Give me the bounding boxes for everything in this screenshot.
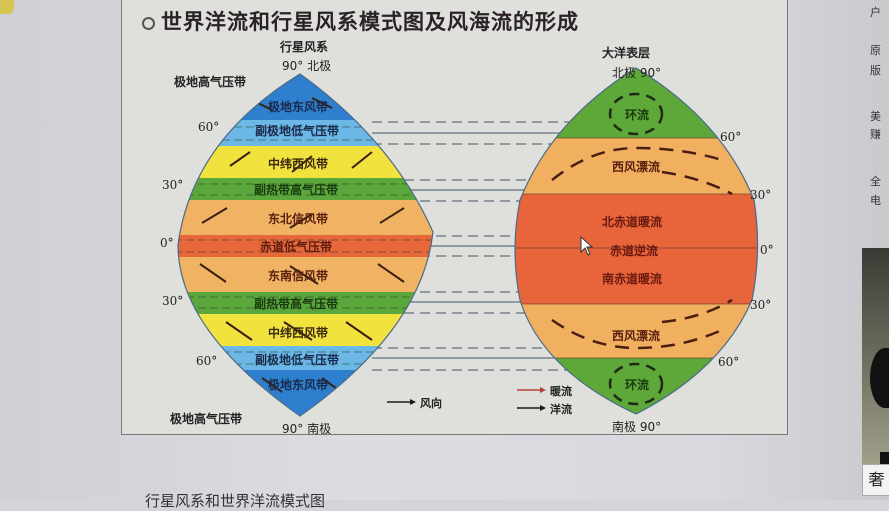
r-lat-30s: 30°: [750, 298, 772, 312]
figure-title: 世界洋流和行星风系模式图及风海流的形成: [142, 6, 579, 36]
band-label: 中纬西风带: [268, 157, 329, 171]
side-panel: 户 原 版 美 赚 全 电: [860, 0, 889, 230]
lat-60n: 60°: [198, 120, 220, 134]
zone-label: 环流: [625, 378, 650, 392]
band-label: 极地东风带: [268, 100, 329, 114]
legend-current-label: 洋流: [550, 403, 572, 416]
zone-label: 南赤道暖流: [602, 272, 663, 286]
band-label: 副热带高气压带: [254, 297, 339, 311]
zone-label: 赤道逆流: [610, 244, 659, 258]
figure-title-text: 世界洋流和行星风系模式图及风海流的形成: [161, 10, 579, 34]
r-lat-30n: 30°: [750, 188, 772, 202]
side-text[interactable]: 版: [870, 64, 881, 77]
r-lat-60s: 60°: [718, 355, 740, 369]
right-south-pole-label: 南极 90°: [612, 420, 662, 434]
lat-60s: 60°: [196, 354, 218, 368]
r-lat-0: 0°: [760, 243, 774, 257]
bullet-icon: [142, 16, 155, 30]
westerly-drift-arrows: [551, 146, 733, 350]
thumbnail-bar: [880, 452, 889, 464]
band-label: 中纬西风带: [268, 326, 329, 340]
side-text[interactable]: 电: [870, 194, 881, 207]
textbook-figure: 世界洋流和行星风系模式图及风海流的形成: [121, 0, 788, 436]
lat-30s: 30°: [162, 294, 184, 308]
legend-warm-label: 暖流: [550, 385, 572, 398]
mouse-cursor-icon: [580, 236, 594, 256]
band-label: 东南信风带: [268, 269, 329, 283]
wind-arrows: [199, 97, 405, 395]
r-lat-60n: 60°: [720, 130, 742, 144]
band-label: 东北信风带: [268, 212, 329, 226]
zone-label: 西风漂流: [612, 329, 661, 343]
yellow-sticky-mark: [0, 0, 14, 14]
side-text[interactable]: 原: [870, 44, 881, 57]
band-label: 副极地低气压带: [255, 353, 340, 367]
legend-arrows: [387, 387, 546, 411]
video-thumbnail[interactable]: [862, 248, 889, 464]
north-pole-label: 90° 北极: [282, 59, 332, 73]
band-label: 副极地低气压带: [255, 124, 340, 138]
side-text[interactable]: 美: [870, 110, 881, 123]
thumbnail-shape: [870, 348, 889, 408]
polar-gyre-arrows: [608, 92, 664, 406]
zone-label: 环流: [625, 108, 650, 122]
bottom-caption: 行星风系和世界洋流模式图: [145, 492, 326, 510]
right-heading: 大洋表层: [602, 46, 651, 60]
south-pole-label: 90° 南极: [282, 422, 332, 436]
video-tag[interactable]: 奢: [862, 464, 889, 496]
zone-label: 西风漂流: [612, 160, 661, 174]
right-north-pole-label: 北极 90°: [612, 66, 662, 80]
zone-label: 北赤道暖流: [602, 215, 663, 229]
left-heading: 行星风系: [280, 40, 329, 54]
polar-high-north-label: 极地高气压带: [174, 75, 247, 89]
lat-0: 0°: [160, 236, 174, 250]
lat-30n: 30°: [162, 178, 184, 192]
side-text[interactable]: 全: [870, 175, 881, 188]
diagram-canvas: [177, 67, 759, 417]
polar-high-south-label: 极地高气压带: [170, 412, 243, 426]
band-label: 极地东风带: [268, 378, 329, 392]
side-text[interactable]: 户: [870, 6, 881, 19]
band-label: 赤道低气压带: [260, 240, 333, 254]
band-label: 副热带高气压带: [254, 183, 339, 197]
side-text[interactable]: 赚: [870, 128, 881, 141]
legend-wind-label: 风向: [420, 397, 442, 410]
